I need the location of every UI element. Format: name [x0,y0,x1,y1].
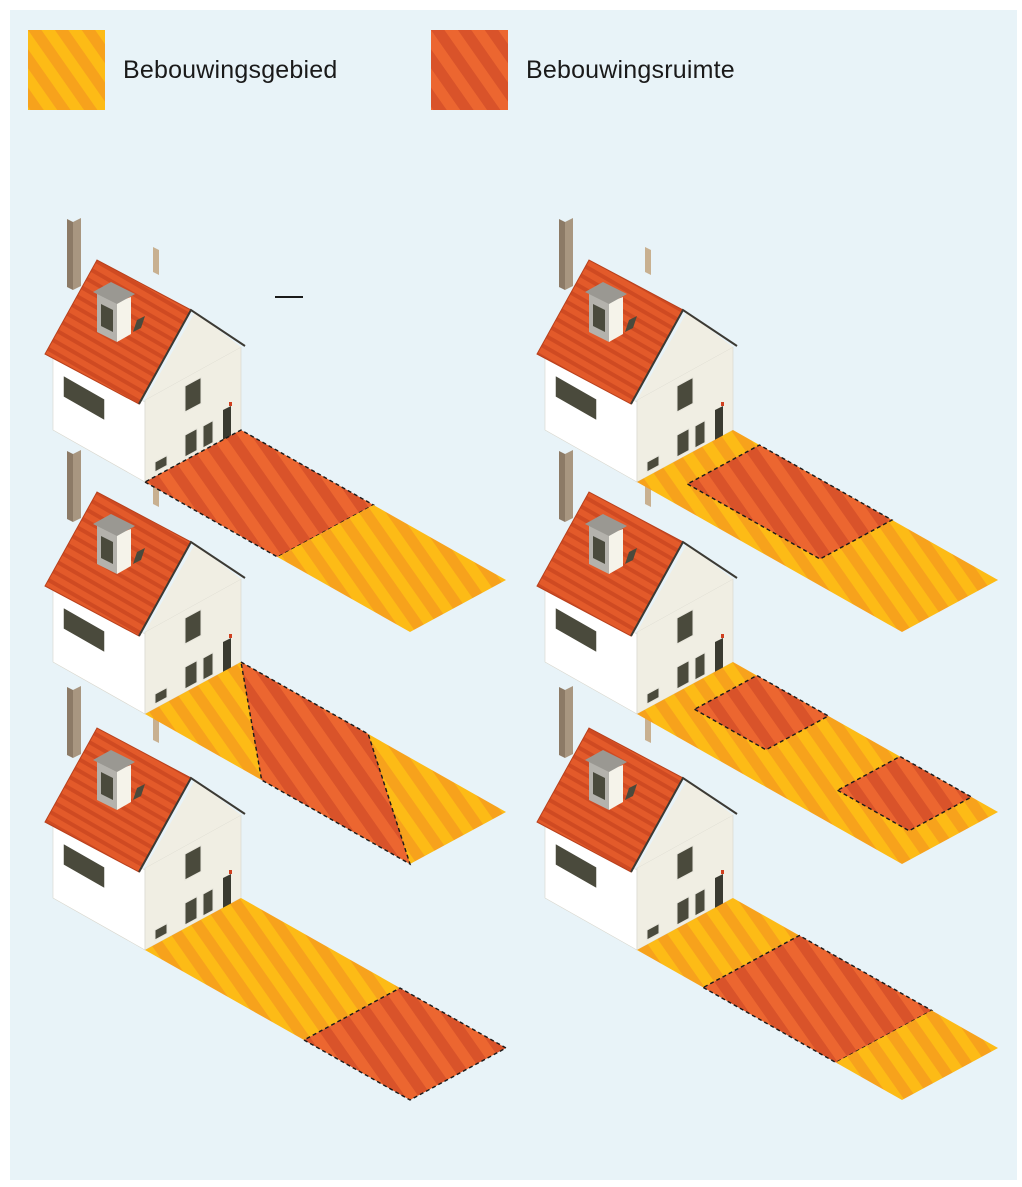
house-door-light [721,634,724,638]
house-side-window-door [695,421,705,448]
example-bottom-right-plot [637,898,998,1100]
example-bottom-left-plot [145,898,506,1100]
house-chimney-side [73,686,81,758]
house-door-light [721,402,724,406]
example-top-left-house [45,218,245,482]
house-door [223,406,231,440]
house-chimney [559,687,565,758]
house-chimney-back [153,247,159,275]
example-top-right-house [537,218,737,482]
house-door-light [229,634,232,638]
house-door [715,406,723,440]
house-side-window-door [203,421,213,448]
house-side-window-door [203,653,213,680]
house-chimney-side [73,218,81,290]
house-chimney [67,219,73,290]
house-chimney-side [73,450,81,522]
house-chimney [559,219,565,290]
house-chimney-back [645,247,651,275]
house-door [223,638,231,672]
house-chimney [67,687,73,758]
house-side-window-door [695,653,705,680]
house-side-window-door [695,889,705,916]
house-door-light [229,870,232,874]
house-door-light [721,870,724,874]
house-door [223,874,231,908]
house-door-light [229,402,232,406]
house-side-window-door [203,889,213,916]
house-door [715,874,723,908]
house-chimney-side [565,686,573,758]
house-door [715,638,723,672]
house-chimney-side [565,450,573,522]
house-chimney-side [565,218,573,290]
house-chimney [67,451,73,522]
house-chimney [559,451,565,522]
